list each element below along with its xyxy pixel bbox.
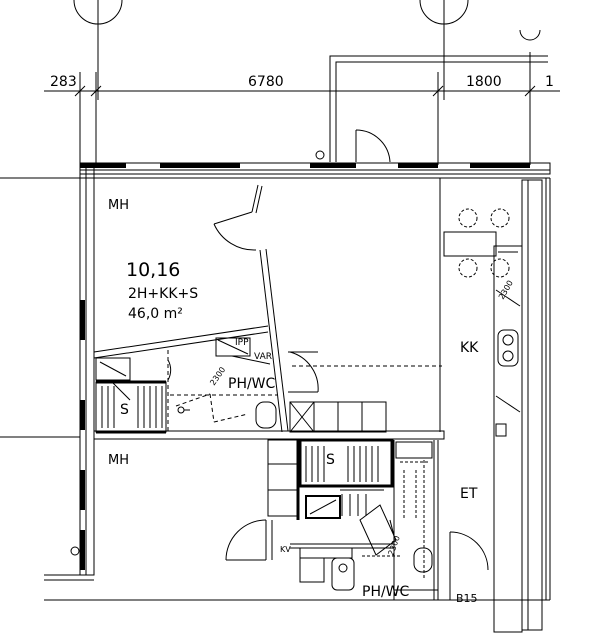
interior-wall-diagonal [251,184,289,433]
exterior-wall-left [79,162,95,576]
fixture-ipp-label: IPP [235,338,249,348]
mh-door [213,211,257,251]
bathroom-lower-fixtures [290,440,439,600]
dimension-1800: 1800 [466,74,502,90]
storage-lower [298,438,394,519]
fixture-kv-label: KV [280,545,291,554]
dimension-6780: 6780 [248,74,284,90]
unit-area: 46,0 m² [128,306,183,322]
room-label-ph-wc-upper: PH/WC [228,376,276,392]
window-frames [80,163,530,168]
dimension-1: 1 [545,74,554,90]
fixture-2300-lower: 2300 [386,534,401,556]
fixture-var-label: VAR [254,352,272,362]
column-marker-left [70,546,80,556]
dimension-line [44,52,560,165]
grid-markers [73,0,541,100]
room-label-mh-upper: MH [108,198,129,213]
storage-upper [95,357,167,434]
kitchen-counter [439,178,543,633]
exterior-wall-right [545,178,551,600]
left-window-frames [80,300,85,570]
interior-wall-horizontal [93,430,445,440]
bathroom-upper-fixtures [167,337,278,432]
fixture-2300-upper-right: 2300 [497,279,515,301]
balcony [329,55,548,162]
column-marker [315,150,325,160]
room-label-mh-lower: MH [108,453,129,468]
dimension-283: 283 [50,74,77,90]
mh-lower-door [225,519,267,561]
balcony-door [355,129,391,163]
fixture-2300-upper: 2300 [208,365,227,387]
unit-number: 10,16 [126,259,180,281]
room-label-kk: KK [460,340,479,356]
room-label-b15: B15 [456,592,478,605]
storage-upper-label: S [120,402,129,418]
wardrobe-lower [265,439,300,560]
unit-type: 2H+KK+S [128,286,198,302]
bathroom-wall [93,325,269,359]
bathroom-door [288,351,319,393]
storage-lower-label: S [326,452,335,468]
base-line [44,574,550,601]
room-label-et: ET [460,486,478,502]
et-door [449,531,489,600]
room-label-ph-wc-lower: PH/WC [362,584,410,600]
wardrobe-upper [289,401,387,433]
